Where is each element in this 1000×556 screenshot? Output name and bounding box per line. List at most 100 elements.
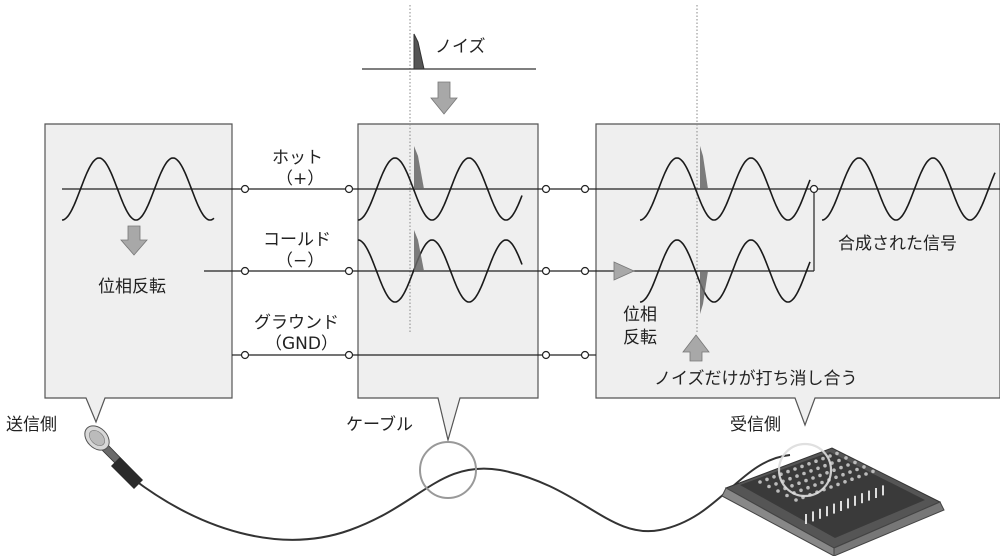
hot-label: ホット — [272, 148, 323, 168]
mixer-knob — [772, 475, 776, 479]
recv-hot-noise-spike — [700, 146, 708, 189]
receiver-label: 受信側 — [730, 415, 781, 435]
mixing-console-icon — [721, 442, 945, 556]
recv-cold-noise-spike — [700, 271, 708, 314]
noise-label: ノイズ — [435, 37, 486, 57]
phase-invert-right-label-2: 反転 — [623, 328, 657, 348]
mixer-knob — [871, 469, 875, 474]
mixer-knob — [795, 474, 799, 478]
microphone-icon — [84, 425, 143, 489]
mixer-knob — [774, 482, 778, 486]
mixer-knob — [785, 493, 789, 498]
mixer-knob — [841, 472, 845, 477]
mixer-knob — [802, 471, 806, 476]
cable-cold-waveform — [357, 239, 523, 303]
mixer-knob — [809, 469, 813, 473]
mixer-knob — [806, 485, 810, 490]
mixer-knob — [816, 466, 820, 471]
receiver-hot-waveform — [639, 157, 811, 221]
inverter-triangle-icon — [613, 261, 635, 281]
sender-panel — [44, 123, 233, 424]
mixer-knob — [814, 459, 818, 464]
ground-label: グラウンド — [254, 313, 339, 333]
noise-cancel-up-arrow — [682, 334, 710, 362]
mixer-fader — [868, 490, 870, 501]
mixer-knob — [843, 480, 847, 484]
mixer-knob — [797, 481, 801, 486]
mixer-knob — [836, 482, 840, 487]
noise-pulse — [413, 33, 425, 70]
noise-down-arrow — [430, 81, 458, 115]
combined-signal-label: 合成された信号 — [838, 234, 957, 254]
mixer-knob — [804, 478, 808, 483]
mixer-knob — [820, 480, 824, 485]
combined-waveform — [821, 157, 996, 221]
ground-sign-label: （GND） — [265, 334, 338, 354]
mixer-knob — [767, 484, 771, 489]
cable-label: ケーブル — [346, 414, 413, 435]
mixer-knob — [825, 471, 829, 475]
mixer-fader — [854, 495, 856, 506]
mixer-knob — [811, 476, 815, 480]
mixer-knob — [832, 468, 836, 473]
cold-sign-label: （−） — [276, 251, 324, 271]
mixer-knob — [790, 484, 794, 488]
cable-zoom-circle — [419, 441, 477, 499]
mixer-knob — [813, 483, 817, 487]
mixer-knob — [850, 477, 854, 482]
cold-label: コールド — [263, 230, 331, 250]
mixer-fader — [861, 493, 863, 504]
hot-sign-label: （+） — [276, 169, 324, 189]
mixer-knob — [846, 463, 850, 467]
mixer-fader — [812, 511, 814, 522]
noise-cancel-label: ノイズだけが打ち消し合う — [654, 369, 858, 389]
mixer-fader — [847, 498, 849, 509]
mixer-knob — [800, 464, 804, 469]
mixer-fader — [833, 503, 835, 514]
cable-hot-waveform — [357, 157, 523, 221]
mixer-knob — [823, 463, 827, 468]
phase-invert-down-arrow — [120, 225, 148, 256]
mixer-knob — [758, 480, 762, 484]
terminals — [240, 184, 819, 360]
mixer-knob — [786, 469, 790, 474]
mixer-knob — [862, 465, 866, 469]
cable-hot-noise-spike — [414, 146, 424, 189]
mixer-fader — [875, 488, 877, 498]
mixer-knob — [828, 454, 832, 458]
mixer-knob — [818, 473, 822, 478]
mixer-knob — [765, 477, 769, 482]
mixer-knob — [837, 458, 841, 463]
mixer-knob — [799, 488, 803, 493]
mixer-fader — [826, 506, 828, 517]
mixer-knob — [834, 475, 838, 480]
mixer-knob — [864, 472, 868, 476]
mixer-knob — [835, 451, 839, 456]
receiver-cold-waveform — [639, 239, 811, 303]
mixer-fader — [819, 508, 821, 519]
mixer-knob — [829, 485, 833, 489]
mixer-knob — [821, 456, 825, 461]
phase-invert-left-label: 位相反転 — [98, 277, 166, 297]
mixer-fader — [882, 485, 884, 496]
mixer-knob — [848, 470, 852, 474]
phase-invert-right-label-1: 位相 — [623, 305, 657, 325]
mixer-knob — [857, 474, 861, 479]
mixer-knob — [807, 462, 811, 466]
mixer-knob — [855, 467, 859, 472]
mixer-knob — [853, 460, 857, 465]
mixer-knob — [793, 467, 797, 471]
cable-curve — [131, 454, 791, 541]
sender-waveform — [61, 157, 215, 221]
mixer-knob — [794, 498, 798, 502]
mixer-knob — [776, 489, 780, 493]
mixer-knob — [788, 476, 792, 481]
cable-cold-noise-spike — [414, 230, 424, 271]
mixer-knob — [839, 465, 843, 470]
mixer-fader — [805, 514, 807, 524]
mixer-fader — [840, 501, 842, 511]
sender-label: 送信側 — [6, 415, 57, 435]
mixer-knob — [844, 456, 848, 460]
cable-panel — [357, 123, 539, 443]
